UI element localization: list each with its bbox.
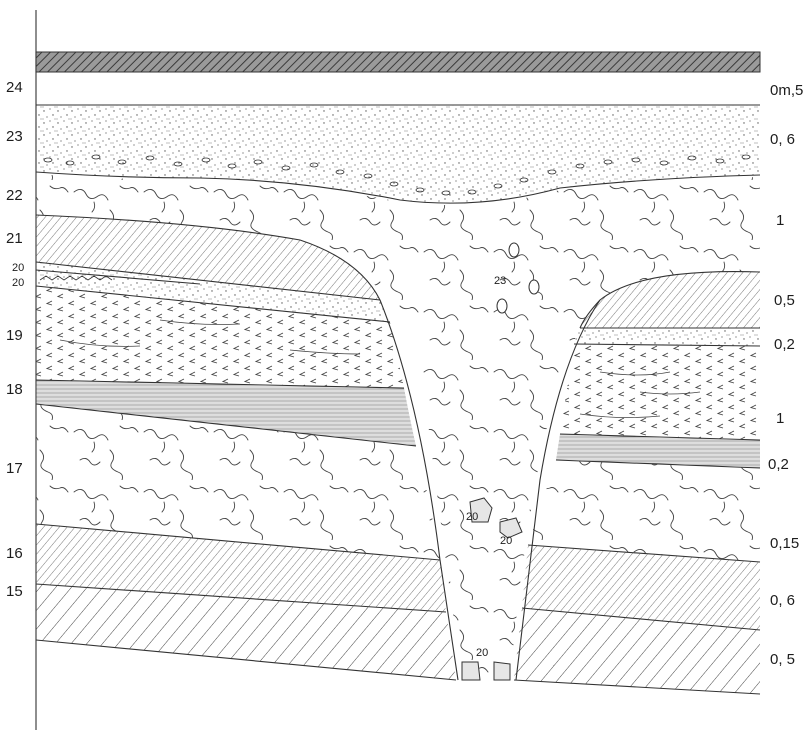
thickness-18: 0,2	[768, 456, 789, 473]
layer-24	[36, 52, 760, 72]
label-layer-23: 23	[6, 128, 23, 145]
thickness-17: 0,15	[770, 535, 799, 552]
inclusion-label-20c: 20	[476, 647, 488, 659]
label-layer-21: 21	[6, 230, 23, 247]
label-layer-16: 16	[6, 545, 23, 562]
inclusion-label-20b: 20	[500, 535, 512, 547]
label-layer-24: 24	[6, 79, 23, 96]
thickness-19: 1	[776, 410, 784, 427]
label-layer-22: 22	[6, 187, 23, 204]
label-layer-18: 18	[6, 381, 23, 398]
label-layer-20b: 20	[12, 277, 24, 289]
inclusion-label-20a: 20	[466, 511, 478, 523]
label-layer-20a: 20	[12, 262, 24, 274]
label-layer-17: 17	[6, 460, 23, 477]
thickness-20: 0,2	[774, 336, 795, 353]
thickness-24: 0m,5	[770, 82, 803, 99]
layer-17-right	[528, 460, 760, 562]
thickness-16: 0, 6	[770, 592, 795, 609]
thickness-23: 0, 6	[770, 131, 795, 148]
layer-20-right	[574, 328, 760, 346]
thickness-15: 0, 5	[770, 651, 795, 668]
thickness-21: 0,5	[774, 292, 795, 309]
label-layer-19: 19	[6, 327, 23, 344]
inclusion-label-23: 23	[494, 275, 506, 287]
layer-19-right	[560, 344, 760, 440]
label-layer-15: 15	[6, 583, 23, 600]
thickness-22: 1	[776, 212, 784, 229]
